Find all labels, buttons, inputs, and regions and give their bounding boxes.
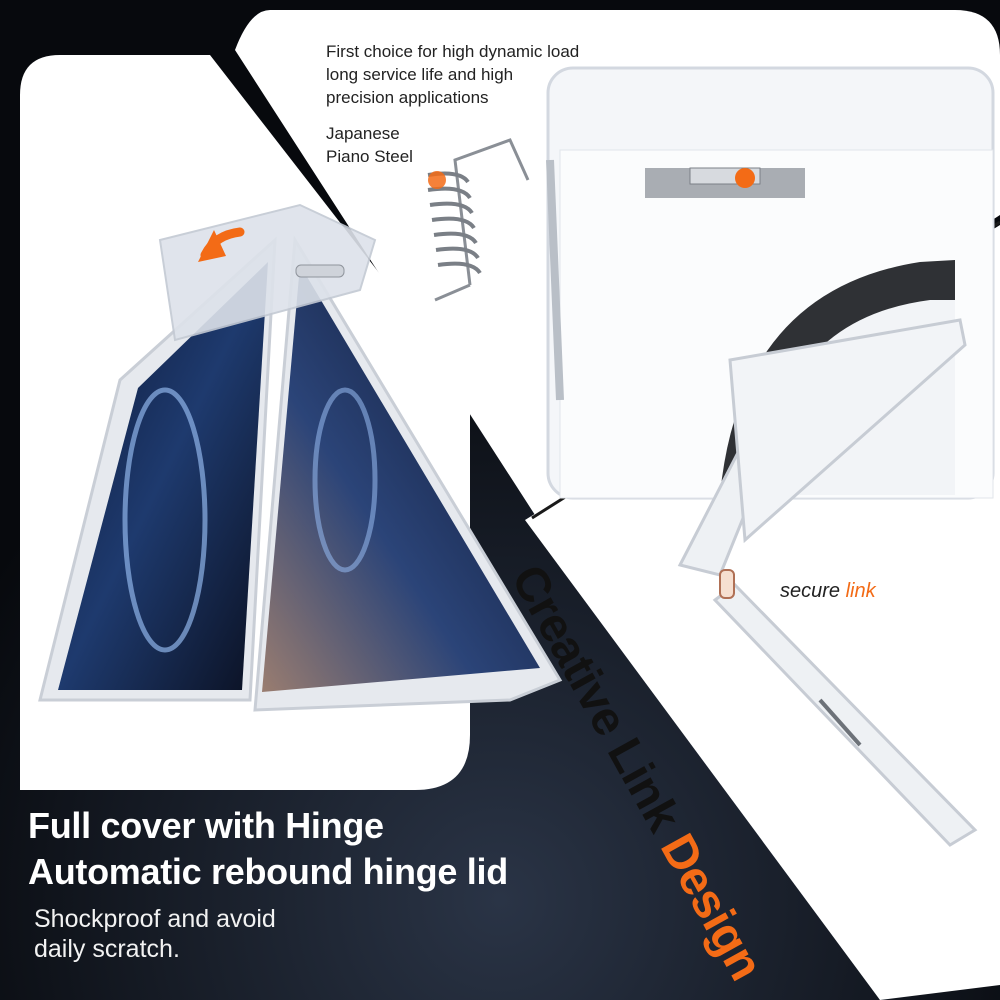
headline-rebound-hinge: Automatic rebound hinge lid [28, 851, 508, 892]
subheadline-line-2: daily scratch. [34, 935, 180, 963]
side-phone-image [677, 318, 978, 847]
subheadline-line-1: Shockproof and avoid [34, 905, 276, 933]
material-label: Japanese Piano Steel [326, 122, 466, 168]
link-word: link [845, 580, 876, 602]
piano-steel-spring [427, 138, 530, 302]
folded-phone-image [38, 203, 563, 712]
feature-description: First choice for high dynamic load long … [326, 40, 626, 109]
feature-line-3: precision applications [326, 88, 489, 107]
feature-line-1: First choice for high dynamic load [326, 42, 580, 61]
secure-word: secure [780, 580, 841, 602]
headline-full-cover: Full cover with Hinge [28, 805, 384, 846]
secure-link-label: secure link [780, 580, 876, 603]
subheadline: Shockproof and avoid daily scratch. [34, 904, 374, 964]
feature-line-2: long service life and high [326, 65, 514, 84]
material-line-2: Piano Steel [326, 147, 413, 166]
material-line-1: Japanese [326, 124, 400, 143]
